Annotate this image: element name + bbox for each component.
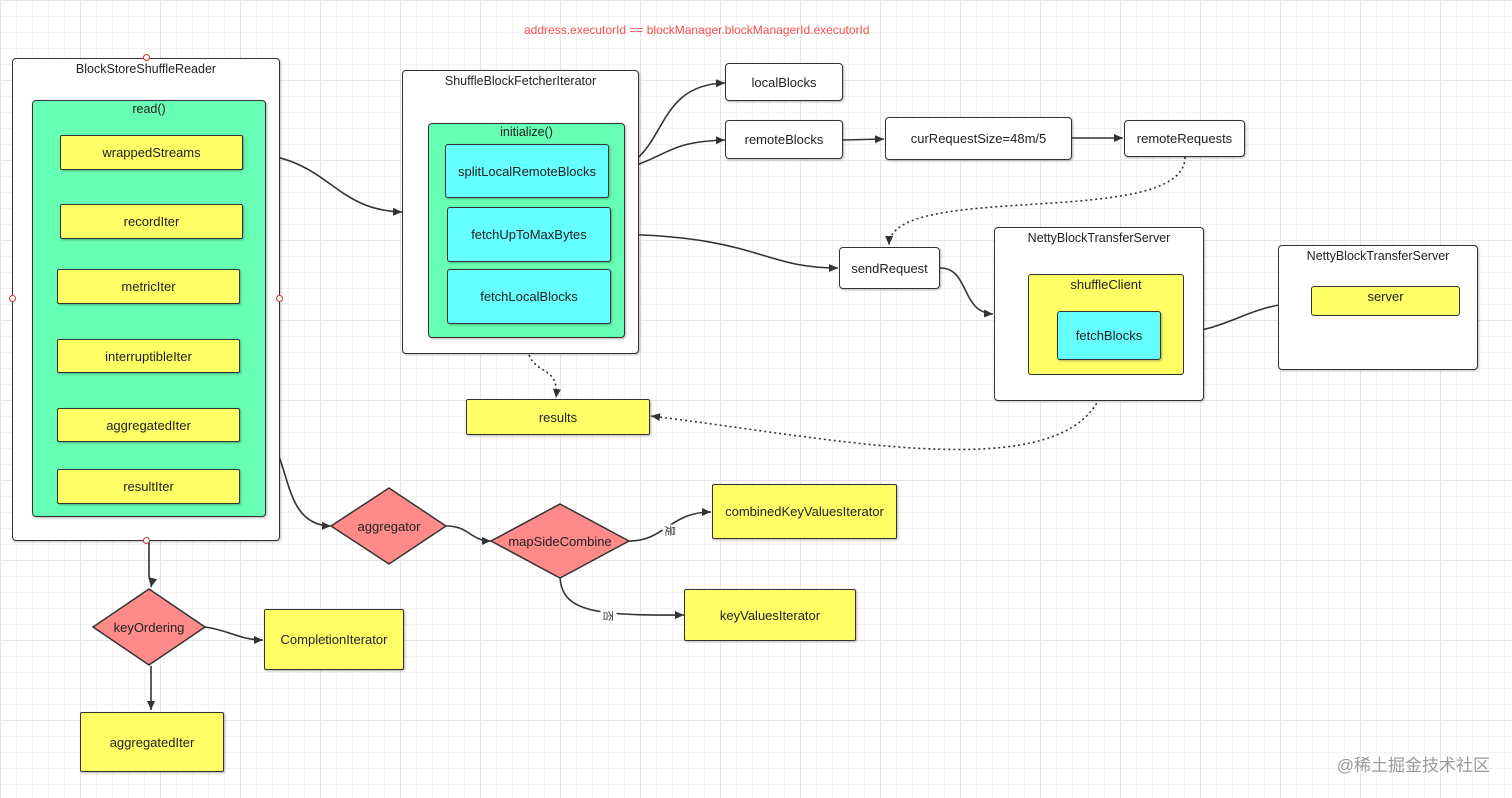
no-edge-label: 否 (600, 609, 617, 623)
shuffle-block-fetcher-iterator-title: ShuffleBlockFetcherIterator (444, 74, 597, 88)
edge-mapside-no (559, 576, 685, 620)
block-store-shuffle-reader-title: BlockStoreShuffleReader (75, 62, 217, 76)
executor-id-annotation: address.executorId == blockManager.block… (524, 23, 870, 37)
edge-keyordering-to-completion (204, 626, 264, 644)
interruptible-iter-node[interactable]: interruptibleIter (57, 339, 240, 373)
metric-iter-node[interactable]: metricIter (57, 269, 240, 304)
remote-blocks-node[interactable]: remoteBlocks (725, 120, 843, 159)
fetch-blocks-node[interactable]: fetchBlocks (1057, 311, 1161, 360)
split-local-remote-blocks-node[interactable]: splitLocalRemoteBlocks (445, 144, 609, 198)
edge-fetchupto-to-send (610, 233, 839, 272)
initialize-title: initialize() (500, 125, 553, 139)
watermark: @稀土掘金技术社区 (1336, 756, 1490, 775)
result-iter-node[interactable]: resultIter (57, 469, 240, 504)
key-values-iterator-node[interactable]: keyValuesIterator (684, 589, 856, 641)
yes-edge-label: 是 (662, 524, 679, 538)
send-request-node[interactable]: sendRequest (839, 247, 940, 289)
edge-send-to-netty (939, 267, 994, 318)
remote-requests-node[interactable]: remoteRequests (1124, 120, 1245, 157)
frame-resize-handle-top[interactable] (143, 54, 150, 61)
map-side-combine-label[interactable]: mapSideCombine (508, 533, 612, 549)
frame-resize-handle-bottom[interactable] (143, 537, 150, 544)
frame-resize-handle-left[interactable] (9, 295, 16, 302)
aggregated-iter-node[interactable]: aggregatedIter (57, 408, 240, 442)
aggregator-label[interactable]: aggregator (357, 518, 421, 534)
read-title: read() (132, 102, 166, 116)
key-ordering-label[interactable]: keyOrdering (113, 619, 185, 635)
combined-key-values-iterator-node[interactable]: combinedKeyValuesIterator (712, 484, 897, 539)
completion-iterator-node[interactable]: CompletionIterator (264, 609, 404, 670)
edge-remote-to-cursize (842, 135, 885, 144)
frame-resize-handle-right[interactable] (276, 295, 283, 302)
edge-aggregator-to-mapside (445, 525, 492, 545)
fetch-up-to-max-bytes-node[interactable]: fetchUpToMaxBytes (447, 207, 611, 262)
netty-block-transfer-server-title: NettyBlockTransferServer (1027, 231, 1171, 245)
server-node[interactable]: server (1311, 286, 1460, 316)
cur-request-size-node[interactable]: curRequestSize=48m/5 (885, 117, 1072, 160)
wrapped-streams-node[interactable]: wrappedStreams (60, 135, 243, 170)
netty-block-transfer-server-remote-title: NettyBlockTransferServer (1306, 249, 1450, 263)
aggregated-iter-output-node[interactable]: aggregatedIter (80, 712, 224, 772)
local-blocks-node[interactable]: localBlocks (725, 63, 843, 101)
record-iter-node[interactable]: recordIter (60, 204, 243, 239)
fetch-local-blocks-node[interactable]: fetchLocalBlocks (447, 269, 611, 324)
results-node[interactable]: results (466, 399, 650, 435)
